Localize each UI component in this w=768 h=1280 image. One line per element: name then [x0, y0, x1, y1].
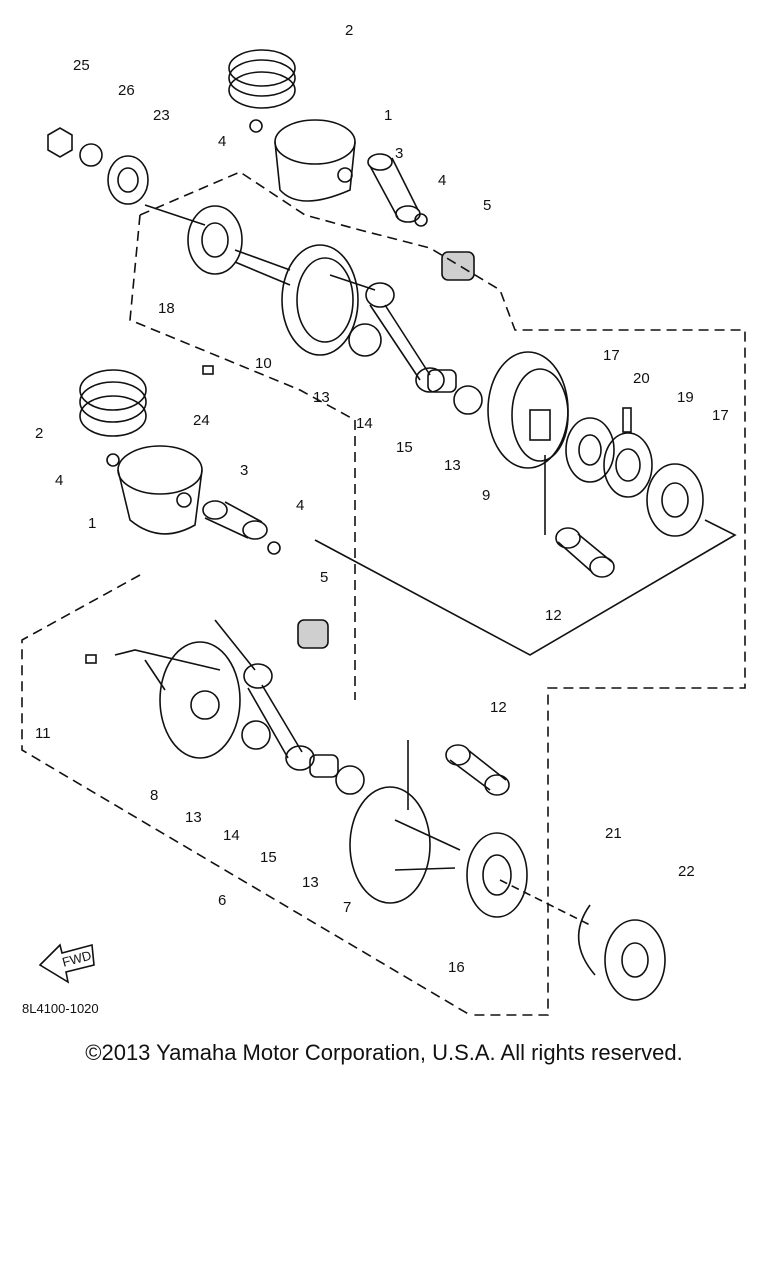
needle-bearing-15-upper: [427, 369, 457, 393]
needle-bearing-top: [441, 251, 475, 281]
piston-ring-set-lower: [79, 369, 147, 437]
part-code: 8L4100-1020: [22, 1001, 99, 1016]
seal-22: [604, 919, 666, 1001]
bearing-16: [466, 832, 528, 918]
callout: 22: [678, 863, 695, 880]
callout: 10: [255, 355, 272, 372]
connecting-rod-lower: [243, 663, 315, 771]
callout: 1: [384, 107, 392, 124]
leader-line: [499, 879, 591, 926]
callout: 4: [296, 497, 304, 514]
key-24: [202, 365, 214, 375]
callout: 3: [395, 145, 403, 162]
piston-pin-top: [367, 153, 421, 223]
callout: 1: [88, 515, 96, 532]
callout: 2: [35, 425, 43, 442]
callout: 26: [118, 82, 135, 99]
crank-pin-12-upper: [555, 527, 615, 578]
callout: 16: [448, 959, 465, 976]
callout: 13: [185, 809, 202, 826]
callout: 5: [483, 197, 491, 214]
crank-pin-12-lower: [445, 744, 510, 796]
callout: 15: [396, 439, 413, 456]
piston-ring-set-top: [228, 49, 296, 109]
pin-20: [622, 407, 632, 433]
fwd-arrow-icon: [38, 943, 95, 984]
callout: 17: [712, 407, 729, 424]
crank-web-9: [487, 351, 569, 469]
key-11: [85, 654, 97, 664]
callout-labels: 25 26 23 2 1 4 3 4 5 18 10 24 13 14 15 1…: [35, 22, 729, 976]
circlip-lower-a: [106, 453, 120, 467]
callout: 15: [260, 849, 277, 866]
leader-line: [329, 274, 376, 291]
circlip-top-a: [249, 119, 263, 133]
callout: 21: [605, 825, 622, 842]
lower-crank-boundary: [21, 574, 471, 1016]
callout: 14: [223, 827, 240, 844]
nut-25: [47, 127, 73, 158]
leader-line: [144, 204, 206, 226]
callout: 14: [356, 415, 373, 432]
leader-box: [114, 649, 221, 671]
piston-top: [274, 119, 356, 202]
callout: 25: [73, 57, 90, 74]
callout: 6: [218, 892, 226, 909]
callout: 13: [313, 389, 330, 406]
washer-13-lower-a: [241, 720, 271, 750]
leader-line: [214, 619, 256, 671]
washer-13-lower-b: [335, 765, 365, 795]
needle-bearing-lower: [297, 619, 329, 649]
piston-pin-lower: [202, 500, 268, 540]
bearing-17-right: [646, 463, 704, 537]
callout: 9: [482, 487, 490, 504]
callout: 13: [444, 457, 461, 474]
oil-seal-23: [107, 155, 149, 205]
callout: 8: [150, 787, 158, 804]
bearing-17-left: [565, 417, 615, 483]
washer-26: [79, 143, 103, 167]
callout: 3: [240, 462, 248, 479]
washer-13-upper-a: [348, 323, 382, 357]
circlip-top-b: [414, 213, 428, 227]
fwd-label: FWD: [60, 948, 92, 970]
callout: 19: [677, 389, 694, 406]
exploded-parts-diagram: 25 26 23 2 1 4 3 4 5 18 10 24 13 14 15 1…: [21, 22, 746, 1016]
upper-crank-boundary-left: [129, 214, 356, 700]
crank-web-8: [144, 641, 241, 759]
leader-box: [314, 519, 737, 656]
upper-crank-boundary: [139, 171, 746, 1016]
crank-shaft-upper: [234, 244, 359, 356]
piston-lower: [117, 445, 203, 535]
callout: 12: [490, 699, 507, 716]
callout: 18: [158, 300, 175, 317]
callout: 2: [345, 22, 353, 39]
callout: 5: [320, 569, 328, 586]
callout: 7: [343, 899, 351, 916]
bearing-18: [187, 205, 243, 275]
callout: 4: [218, 133, 226, 150]
callout: 23: [153, 107, 170, 124]
crank-web-7: [349, 786, 461, 904]
callout: 11: [35, 725, 51, 742]
circlip-21: [577, 904, 596, 976]
needle-bearing-15-lower: [309, 754, 339, 778]
callout: 20: [633, 370, 650, 387]
callout: 24: [193, 412, 210, 429]
callout: 12: [545, 607, 562, 624]
labyrinth-seal-19: [603, 432, 653, 498]
callout: 13: [302, 874, 319, 891]
callout: 17: [603, 347, 620, 364]
callout: 4: [438, 172, 446, 189]
copyright-notice: ©2013 Yamaha Motor Corporation, U.S.A. A…: [85, 1040, 683, 1065]
circlip-lower-b: [267, 541, 281, 555]
washer-13-upper-b: [453, 385, 483, 415]
connecting-rod-upper: [365, 282, 445, 393]
callout: 4: [55, 472, 63, 489]
